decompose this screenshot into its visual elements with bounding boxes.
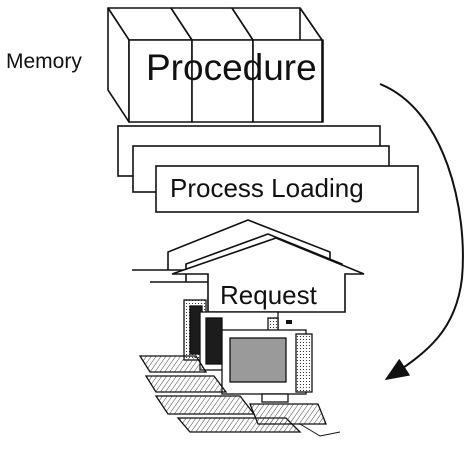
- keyboards: [138, 355, 327, 433]
- document-stack-icon: [117, 125, 419, 213]
- computer-terminal-stack-icon: [138, 299, 341, 437]
- process-loading-label: Process Loading: [170, 173, 364, 203]
- cube-front-2: [191, 39, 254, 123]
- request-arrow-stack-icon: [132, 219, 365, 313]
- memory-cube-stack-icon: [107, 7, 324, 123]
- monitor-front: [221, 329, 313, 403]
- memory-label: Memory: [6, 50, 82, 73]
- request-arrow-front: [171, 237, 365, 313]
- cube-front-3: [252, 39, 324, 123]
- procedure-label: Procedure: [146, 47, 317, 88]
- request-label: Request: [220, 280, 318, 310]
- cube-front-1: [128, 39, 193, 123]
- curved-arrow-icon: [379, 83, 464, 381]
- doc-front: [155, 165, 419, 213]
